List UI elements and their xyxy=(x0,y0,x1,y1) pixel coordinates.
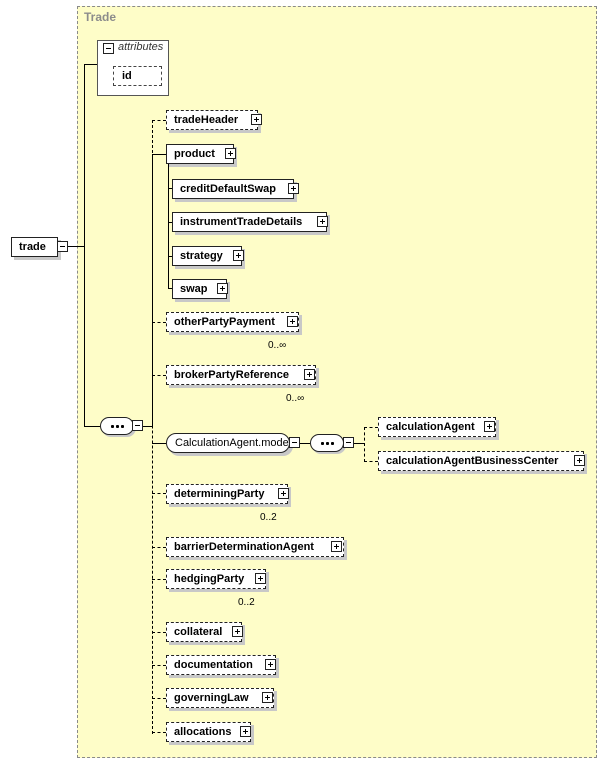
element-otherPartyPayment[interactable]: otherPartyPayment xyxy=(166,312,299,332)
expand-icon[interactable] xyxy=(255,573,266,584)
element-calculationAgentBusinessCenter[interactable]: calculationAgentBusinessCenter xyxy=(378,451,584,471)
collapse-icon[interactable] xyxy=(132,420,143,431)
element-calculationAgent[interactable]: calculationAgent xyxy=(378,417,496,437)
expand-icon[interactable] xyxy=(233,250,244,261)
connector-line xyxy=(152,547,166,548)
group-title: Trade xyxy=(84,10,117,24)
connector-line xyxy=(152,375,166,376)
collapse-icon[interactable] xyxy=(289,437,300,448)
cardinality-label: 0..2 xyxy=(238,597,255,608)
connector-line xyxy=(152,493,166,494)
element-creditDefaultSwap[interactable]: creditDefaultSwap xyxy=(172,179,294,199)
element-strategy[interactable]: strategy xyxy=(172,246,242,266)
connector-line xyxy=(168,288,172,289)
element-hedgingParty[interactable]: hedgingParty xyxy=(166,569,266,589)
sequence-spine xyxy=(364,427,365,462)
trade-group-panel xyxy=(77,6,597,758)
connector-line xyxy=(152,443,166,444)
connector-line xyxy=(152,154,153,426)
expand-icon[interactable] xyxy=(262,692,273,703)
group-calculationAgentModel[interactable]: CalculationAgent.model xyxy=(166,433,291,453)
expand-icon[interactable] xyxy=(217,283,228,294)
expand-icon[interactable] xyxy=(225,148,236,159)
element-instrumentTradeDetails[interactable]: instrumentTradeDetails xyxy=(172,212,327,232)
element-collateral[interactable]: collateral xyxy=(166,622,242,642)
expand-icon[interactable] xyxy=(574,455,585,466)
connector-line xyxy=(354,443,364,444)
expand-icon[interactable] xyxy=(240,726,251,737)
collapse-icon[interactable] xyxy=(343,437,354,448)
expand-icon[interactable] xyxy=(304,369,315,380)
choice-line xyxy=(168,164,169,288)
expand-icon[interactable] xyxy=(484,421,495,432)
connector-line xyxy=(168,222,172,223)
cardinality-label: 0..∞ xyxy=(286,393,305,404)
connector-line xyxy=(168,256,172,257)
connector-line xyxy=(364,427,378,428)
sequence-spine xyxy=(152,120,153,734)
connector-line xyxy=(152,632,166,633)
connector-line xyxy=(84,64,85,426)
element-determiningParty[interactable]: determiningParty xyxy=(166,484,288,504)
element-governingLaw[interactable]: governingLaw xyxy=(166,688,274,708)
connector-line xyxy=(152,732,166,733)
sequence-compositor-icon[interactable] xyxy=(310,434,344,452)
cardinality-label: 0..2 xyxy=(260,512,277,523)
connector-line xyxy=(152,120,166,121)
sequence-compositor-icon[interactable] xyxy=(100,417,134,435)
expand-icon[interactable] xyxy=(331,541,342,552)
expand-icon[interactable] xyxy=(232,626,243,637)
connector-line xyxy=(300,443,310,444)
connector-line xyxy=(152,579,166,580)
attributes-label: attributes xyxy=(118,41,164,53)
connector-line xyxy=(84,426,100,427)
element-product[interactable]: product xyxy=(166,144,234,164)
element-swap[interactable]: swap xyxy=(172,279,227,299)
connector-line xyxy=(84,64,97,65)
expand-icon[interactable] xyxy=(251,114,262,125)
connector-line xyxy=(364,461,378,462)
connector-line xyxy=(152,322,166,323)
connector-line xyxy=(152,154,166,155)
expand-icon[interactable] xyxy=(278,488,289,499)
element-documentation[interactable]: documentation xyxy=(166,655,276,675)
element-allocations[interactable]: allocations xyxy=(166,722,251,742)
expand-icon[interactable] xyxy=(317,216,328,227)
connector-line xyxy=(168,188,172,189)
cardinality-label: 0..∞ xyxy=(268,340,287,351)
element-barrierDeterminationAgent[interactable]: barrierDeterminationAgent xyxy=(166,537,344,557)
connector-line xyxy=(68,246,84,247)
trade-root-node[interactable]: trade xyxy=(11,237,58,257)
attribute-id[interactable]: id xyxy=(113,66,162,86)
expand-icon[interactable] xyxy=(288,183,299,194)
element-tradeHeader[interactable]: tradeHeader xyxy=(166,110,258,130)
collapse-icon[interactable] xyxy=(103,43,114,54)
element-brokerPartyReference[interactable]: brokerPartyReference xyxy=(166,365,316,385)
collapse-icon[interactable] xyxy=(57,241,68,252)
connector-line xyxy=(142,426,152,427)
connector-line xyxy=(152,665,166,666)
connector-line xyxy=(152,698,166,699)
expand-icon[interactable] xyxy=(265,659,276,670)
expand-icon[interactable] xyxy=(287,316,298,327)
